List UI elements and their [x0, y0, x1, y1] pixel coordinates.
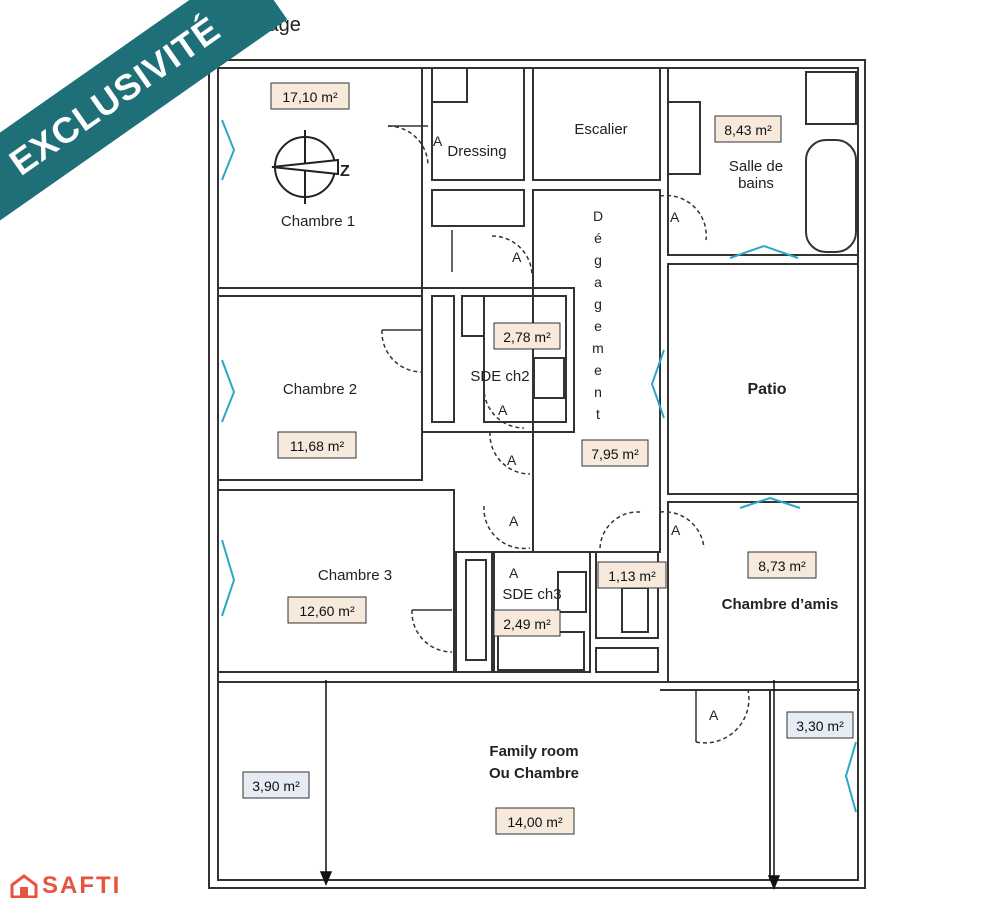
area-chambre-amis: 8,73 m² — [758, 558, 806, 574]
room-degagement-vertical: D é g a g e m e n t — [592, 208, 604, 422]
area-left-zone: 3,90 m² — [252, 778, 300, 794]
walls — [208, 59, 866, 889]
door-marker: A — [709, 707, 719, 723]
room-chambre-amis: Chambre d’amis — [722, 596, 839, 613]
room-family-line2: Ou Chambre — [489, 765, 579, 782]
logo-text: SAFTI — [42, 872, 122, 899]
degagement-letter: t — [596, 406, 600, 422]
degagement-letter: e — [594, 318, 602, 334]
degagement-letter: D — [593, 208, 603, 224]
door-marker: A — [670, 209, 680, 225]
area-family: 14,00 m² — [507, 814, 563, 830]
door-swings — [381, 125, 750, 744]
degagement-letter: n — [594, 384, 602, 400]
area-chambre3: 12,60 m² — [299, 603, 355, 619]
degagement-letter: a — [594, 274, 602, 290]
room-sde-ch3: SDE ch3 — [502, 586, 561, 603]
door-marker: A — [507, 452, 517, 468]
door-marker: A — [671, 522, 681, 538]
room-sdb-line1: Salle de — [729, 158, 783, 175]
door-markers: A A A A A A A A A — [433, 133, 719, 723]
room-escalier: Escalier — [574, 121, 627, 138]
area-chambre1: 17,10 m² — [282, 89, 338, 105]
room-chambre3: Chambre 3 — [318, 567, 392, 584]
room-sde-ch2: SDE ch2 — [470, 368, 529, 385]
degagement-letter: g — [594, 296, 602, 312]
door-marker: A — [498, 402, 508, 418]
degagement-letter: g — [594, 252, 602, 268]
degagement-letter: é — [594, 230, 602, 246]
area-boxes — [242, 82, 854, 835]
safti-logo: SAFTI — [10, 872, 121, 900]
windows — [221, 119, 857, 813]
compass-letter: Z — [340, 163, 350, 180]
area-sde-ch3: 2,49 m² — [503, 616, 551, 632]
room-chambre1: Chambre 1 — [281, 213, 355, 230]
house-icon — [10, 874, 38, 898]
door-marker: A — [433, 133, 443, 149]
door-marker: A — [512, 249, 522, 265]
compass-icon — [271, 130, 339, 204]
degagement-letter: m — [592, 340, 604, 356]
area-wc: 1,13 m² — [608, 568, 656, 584]
area-sdb: 8,43 m² — [724, 122, 772, 138]
door-marker: A — [509, 513, 519, 529]
area-degagement: 7,95 m² — [591, 446, 639, 462]
arrows — [319, 680, 781, 890]
area-chambre2: 11,68 m² — [290, 438, 345, 454]
room-sdb-line2: bains — [738, 175, 774, 192]
door-marker: A — [509, 565, 519, 581]
room-chambre2: Chambre 2 — [283, 381, 357, 398]
area-sde-ch2: 2,78 m² — [503, 329, 551, 345]
area-right-zone: 3,30 m² — [796, 718, 844, 734]
room-family-line1: Family room — [489, 743, 578, 760]
room-patio: Patio — [747, 381, 786, 398]
room-dressing: Dressing — [447, 143, 506, 160]
degagement-letter: e — [594, 362, 602, 378]
